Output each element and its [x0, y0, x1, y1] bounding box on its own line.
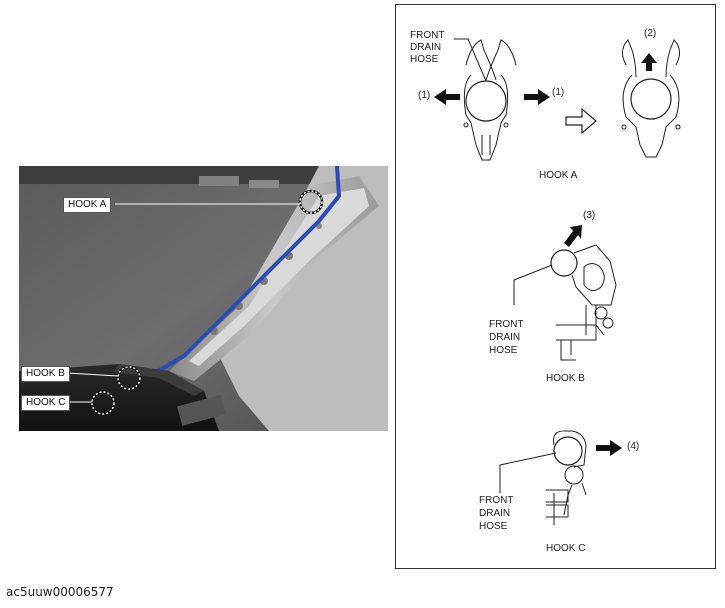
hook-diagram-panel: FRONT DRAIN HOSE (1) (1) (2) HOOK A (3) …: [395, 4, 716, 569]
hook-b-arrow-label: (3): [583, 210, 596, 221]
hook-a-hose-label-line3: HOSE: [410, 54, 439, 65]
hook-a-caption: HOOK A: [539, 170, 578, 181]
hook-a-hose-label-line2: DRAIN: [410, 42, 442, 53]
hook-c-hose-label-line1: FRONT: [479, 495, 514, 506]
vehicle-photo: HOOK A HOOK B HOOK C: [19, 166, 388, 431]
hook-a-arrow-right-label: (1): [552, 87, 565, 98]
hook-c-hose-label-line3: HOSE: [479, 521, 508, 532]
hook-b-hose-label-line3: HOSE: [489, 345, 518, 356]
hook-line-drawings: [434, 38, 681, 525]
a-pillar-photo-illustration: [19, 166, 388, 431]
callout-hook-a: HOOK A: [63, 197, 112, 213]
hook-b-hose-label-line1: FRONT: [489, 319, 524, 330]
callout-hook-b: HOOK B: [21, 366, 70, 382]
callout-hook-c: HOOK C: [21, 395, 71, 411]
hook-a-arrow-left-label: (1): [418, 90, 431, 101]
hook-c-arrow-label: (4): [627, 441, 640, 452]
hook-a-arrow-up-label: (2): [644, 28, 657, 39]
hook-c-caption: HOOK C: [546, 543, 586, 554]
hook-b-caption: HOOK B: [546, 373, 585, 384]
hook-b-hose-label-line2: DRAIN: [489, 332, 521, 343]
hook-c-hose-label-line2: DRAIN: [479, 508, 511, 519]
hook-a-hose-label-line1: FRONT: [410, 30, 445, 41]
figure-id: ac5uuw00006577: [6, 585, 114, 599]
